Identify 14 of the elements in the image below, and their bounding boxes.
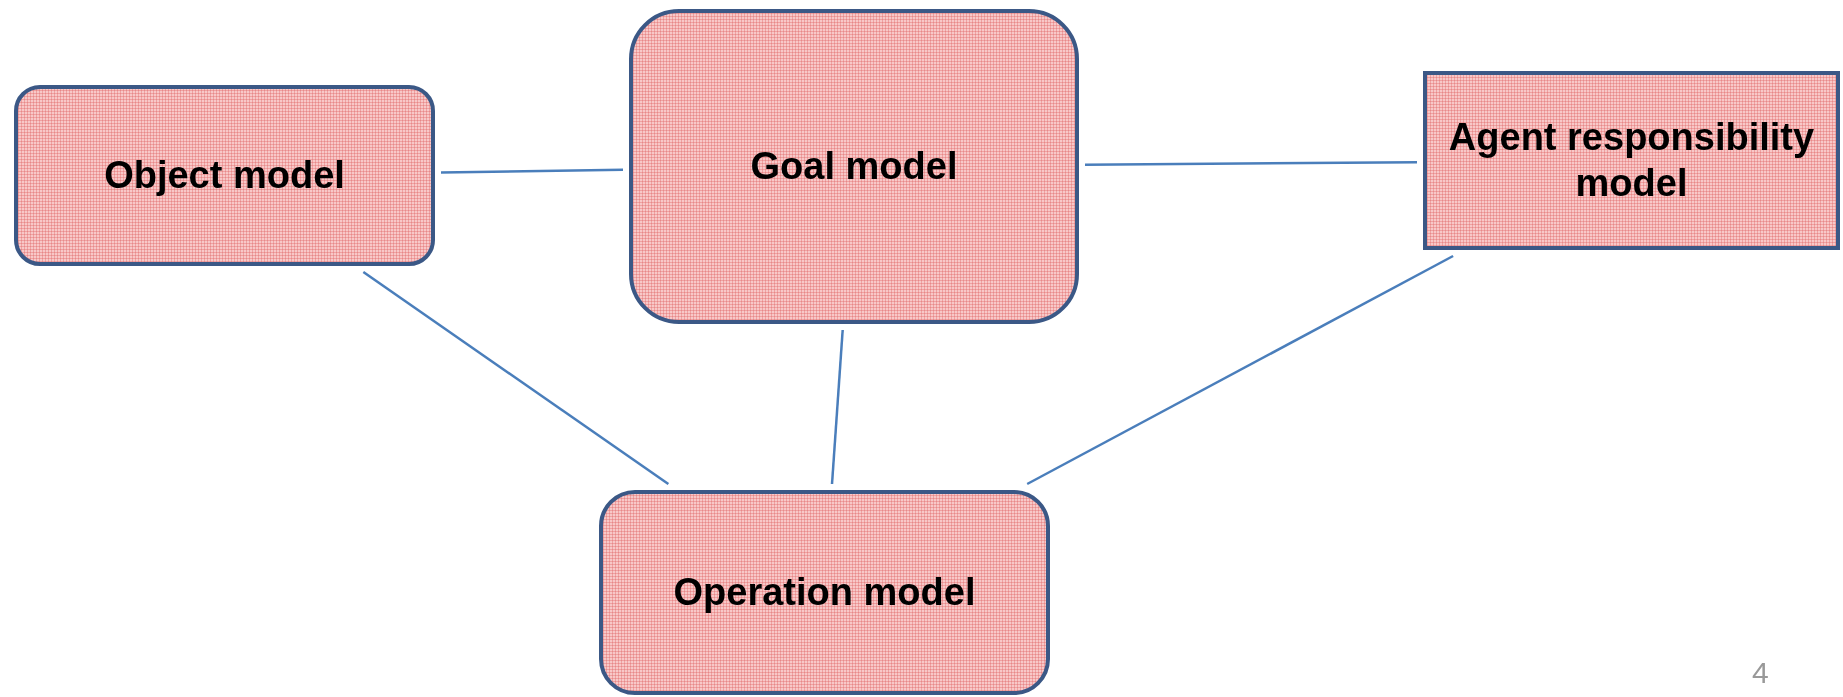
node-label: Goal model — [749, 143, 959, 189]
node-label: Operation model — [672, 569, 977, 615]
connector-line — [1026, 254, 1454, 486]
process-box — [1423, 71, 1840, 250]
rounded-box — [599, 490, 1050, 695]
connector-line — [362, 270, 670, 486]
connector-line — [441, 168, 624, 174]
page-number: 4 — [1752, 656, 1769, 690]
rounded-box — [14, 85, 435, 266]
connector-line — [1085, 160, 1417, 166]
node-label: Agent responsibility model — [1447, 114, 1816, 206]
rounded-box — [629, 9, 1079, 324]
node-label: Object model — [103, 152, 346, 198]
connector-line — [830, 329, 844, 485]
